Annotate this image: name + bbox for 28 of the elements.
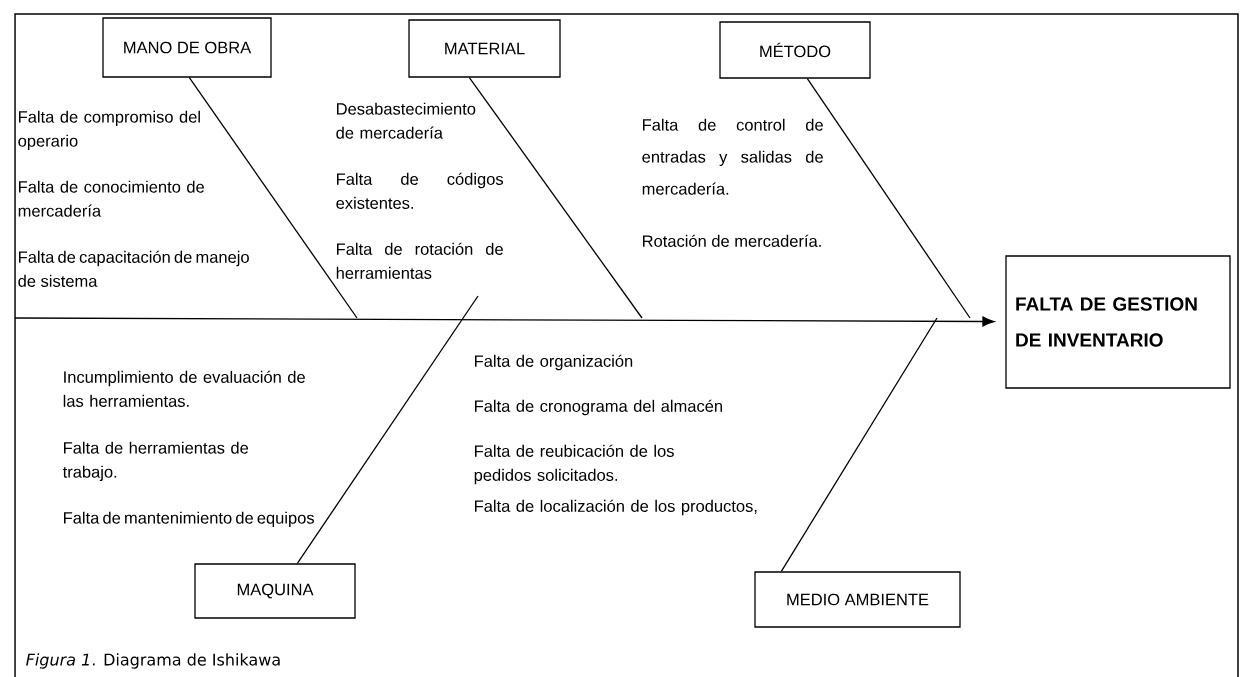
- bone-line: [806, 78, 971, 319]
- bone-line: [780, 317, 938, 572]
- cause-text: Falta de mantenimiento de equipos: [64, 511, 314, 527]
- spine-arrow: [14, 316, 995, 327]
- bone-line: [296, 295, 479, 564]
- cause-text: Falta de rotación de herramientas: [336, 242, 503, 279]
- cause-text: Falta de códigos existentes.: [336, 172, 504, 209]
- cause-text: Incumplimiento de evaluación de las herramientas.: [63, 370, 305, 407]
- cause-text: Falta de conocimiento de mercadería: [18, 180, 204, 217]
- category-box: MATERIAL: [408, 19, 561, 78]
- cause-text: Desabastecimiento de mercadería: [336, 102, 476, 139]
- cause-text: Falta de compromiso del operario: [18, 110, 200, 150]
- cause-text: Falta de capacitación de manejo de sistema: [18, 250, 249, 287]
- cause-text: Falta de organización: [475, 354, 633, 371]
- cause-text: Falta de reubicación de los pedidos solicitados.: [474, 444, 674, 485]
- cause-text: Rotación de mercadería.: [643, 234, 821, 247]
- category-box: MANO DE OBRA: [102, 17, 272, 78]
- cause-text: Falta de herramientas de trabajo.: [62, 441, 249, 481]
- cause-text: Falta de cronograma del almacén: [475, 399, 722, 416]
- cause-text: Falta de control de entradas y salidas de mercadería.: [642, 118, 823, 195]
- cause-text: Falta de localización de los productos,: [475, 499, 757, 516]
- figure-caption: Figura 1. Diagrama de Ishikawa: [26, 653, 280, 669]
- bone-line: [188, 77, 358, 319]
- category-box: MAQUINA: [194, 563, 356, 619]
- category-box: MEDIO AMBIENTE: [754, 571, 961, 628]
- bone-line: [468, 77, 643, 319]
- category-box: MÉTODO: [719, 21, 871, 79]
- effect-box: FALTA DE GESTION DE INVENTARIO: [1005, 255, 1231, 389]
